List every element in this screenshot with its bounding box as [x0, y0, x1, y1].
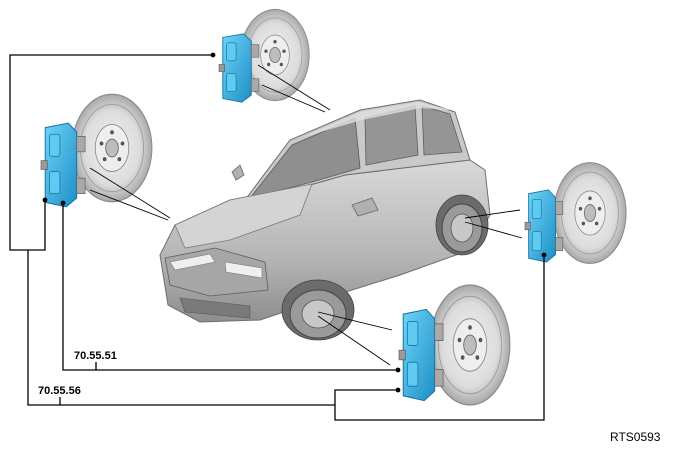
connection-lines — [9, 52, 547, 421]
vehicle-illustration — [159, 99, 491, 341]
brake-assembly-left — [40, 93, 153, 208]
brake-assembly-right — [524, 162, 627, 264]
leader-lines — [89, 64, 523, 366]
figure-reference: RTS0593 — [610, 430, 661, 444]
brake-assembly-lower — [398, 284, 511, 406]
procedure-code-2: 70.55.56 — [38, 385, 81, 397]
procedure-code-1: 70.55.51 — [74, 350, 117, 362]
